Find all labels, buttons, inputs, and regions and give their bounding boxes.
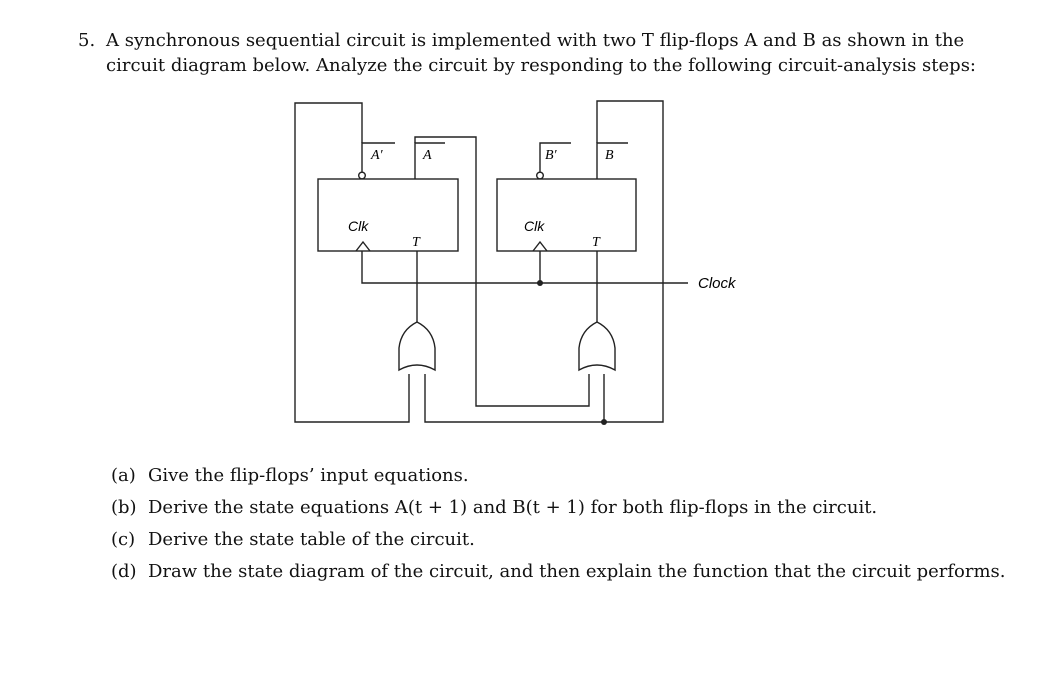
part-d-text: Draw the state diagram of the circuit, a… (148, 561, 1006, 582)
part-a-text: Give the flip-flops’ input equations. (148, 465, 469, 486)
ff-b-clk-label: Clk (524, 218, 545, 234)
part-b-label: (b) (111, 497, 137, 518)
question-block: 5. A synchronous sequential circuit is i… (78, 28, 978, 78)
parts-list: (a) Give the flip-flops’ input equations.… (111, 460, 1011, 588)
or-gate-b (578, 321, 616, 372)
part-b: (b) Derive the state equations A(t + 1) a… (111, 492, 1011, 524)
a-prime-bubble (358, 171, 367, 180)
clock-junction-dot (537, 280, 543, 286)
part-b-text: Derive the state equations A(t + 1) and … (148, 497, 878, 518)
part-c: (c) Derive the state table of the circuit… (111, 524, 1011, 556)
flip-flop-a (317, 178, 459, 252)
part-a: (a) Give the flip-flops’ input equations. (111, 460, 1011, 492)
b-prime-bubble (536, 171, 545, 180)
ff-a-t-label: T (412, 235, 421, 250)
clock-label: Clock (698, 275, 737, 292)
ff-b-qbar-label: B′ (545, 148, 558, 163)
flip-flop-b (496, 178, 637, 252)
ff-b-t-label: T (592, 235, 601, 250)
ff-a-clk-label: Clk (348, 218, 369, 234)
part-c-text: Derive the state table of the circuit. (148, 529, 475, 550)
question-text: A synchronous sequential circuit is impl… (106, 30, 976, 76)
question-number: 5. (78, 30, 96, 51)
part-c-label: (c) (111, 529, 136, 550)
ff-a-q-label: A (422, 148, 432, 163)
part-d-label: (d) (111, 561, 137, 582)
or-gate-a (398, 321, 436, 372)
ff-b-q-label: B (605, 148, 614, 163)
part-a-label: (a) (111, 465, 136, 486)
ff-a-qbar-label: A′ (370, 148, 384, 163)
b-junction-dot (601, 419, 607, 425)
part-d: (d) Draw the state diagram of the circuit… (111, 556, 1011, 588)
